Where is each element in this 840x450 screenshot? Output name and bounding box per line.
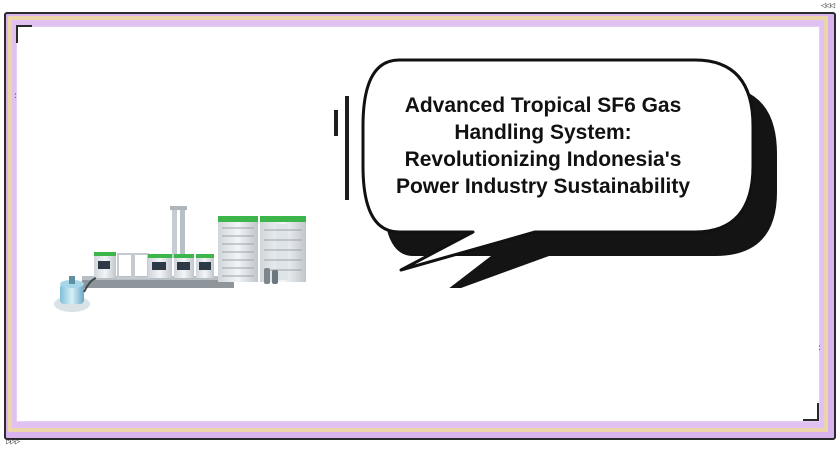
frame-dots-right: : bbox=[818, 343, 822, 353]
control-unit-4 bbox=[196, 254, 214, 278]
accent-bar-long bbox=[345, 96, 349, 200]
control-unit-2 bbox=[148, 254, 172, 278]
pipe-frame bbox=[117, 253, 149, 279]
corner-top-left-h bbox=[16, 25, 32, 27]
column-tower bbox=[172, 208, 177, 258]
base-platform bbox=[82, 278, 234, 288]
page-title: Advanced Tropical SF6 Gas Handling Syste… bbox=[395, 94, 691, 198]
frame-dots-left: : bbox=[14, 91, 18, 101]
frame-glyph-top-right: ◁◁◁ bbox=[820, 1, 835, 11]
storage-cabinet-left bbox=[218, 216, 258, 282]
speech-bubble bbox=[361, 58, 777, 288]
speech-bubble-body bbox=[361, 58, 755, 272]
control-unit-1 bbox=[94, 252, 116, 278]
blue-tank bbox=[54, 276, 90, 312]
corner-bottom-right-h bbox=[803, 419, 819, 421]
gas-cylinder bbox=[264, 268, 270, 284]
accent-bar-short bbox=[334, 110, 338, 136]
corner-top-left-v bbox=[16, 25, 18, 43]
control-unit-3 bbox=[174, 254, 194, 278]
sf6-gas-handling-equipment-icon bbox=[54, 206, 306, 312]
corner-bottom-right-v bbox=[817, 403, 819, 421]
connection-hose bbox=[83, 277, 97, 293]
frame-glyph-bottom-left: ▷▷▷ bbox=[6, 437, 20, 447]
